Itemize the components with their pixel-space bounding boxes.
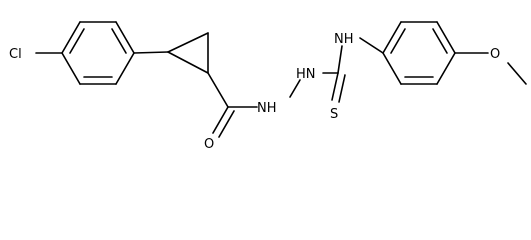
bond-nh-aryl (359, 37, 384, 54)
bond-o-methyl (507, 62, 527, 85)
bond-aryl-cyclopropyl (133, 51, 169, 54)
atom-cl-label: Cl (9, 47, 22, 62)
bond-ring1-d (115, 52, 135, 85)
bond-cp-c (167, 51, 209, 74)
chlorophenyl-ring (61, 21, 135, 85)
atom-o-carbonyl-label: O (204, 137, 214, 149)
atom-s-label: S (330, 107, 338, 122)
bond-cp-carbonyl (207, 72, 229, 108)
bond-ring1-f (61, 52, 81, 85)
bond-thiocarbon-nh (337, 45, 343, 74)
chemical-structure: Cl O NH HN NH S O (9, 21, 527, 149)
bond-thiocarbonyl-double-1 (331, 72, 339, 101)
bond-cp-a (167, 32, 209, 53)
bond-ring1-c (115, 21, 135, 54)
atom-hn-label: HN (296, 67, 316, 82)
bond-ring2-c (436, 21, 456, 54)
bond-ring2-f (382, 52, 402, 85)
atom-o-methoxy-label: O (490, 47, 500, 62)
bond-thiocarbonyl-double-2 (338, 74, 346, 103)
bond-ring2-a (382, 21, 402, 54)
bond-ring1-a (61, 21, 81, 54)
bond-carbonyl-double-1 (212, 106, 229, 134)
bond-ring2-inner-1 (390, 28, 406, 54)
cyclopropane-ring (167, 32, 209, 74)
bond-carbonyl-double-2 (218, 110, 235, 138)
bond-ring1-inner-2 (111, 28, 127, 54)
bond-ring2-d (436, 52, 456, 85)
atom-nh-top-label: NH (334, 32, 354, 47)
methoxyphenyl-ring (382, 21, 456, 85)
atom-nh-left-label: NH (257, 101, 277, 116)
bond-nh-hn (289, 79, 301, 98)
bond-ring2-inner-2 (432, 28, 448, 54)
bond-ring1-inner-1 (69, 28, 85, 54)
